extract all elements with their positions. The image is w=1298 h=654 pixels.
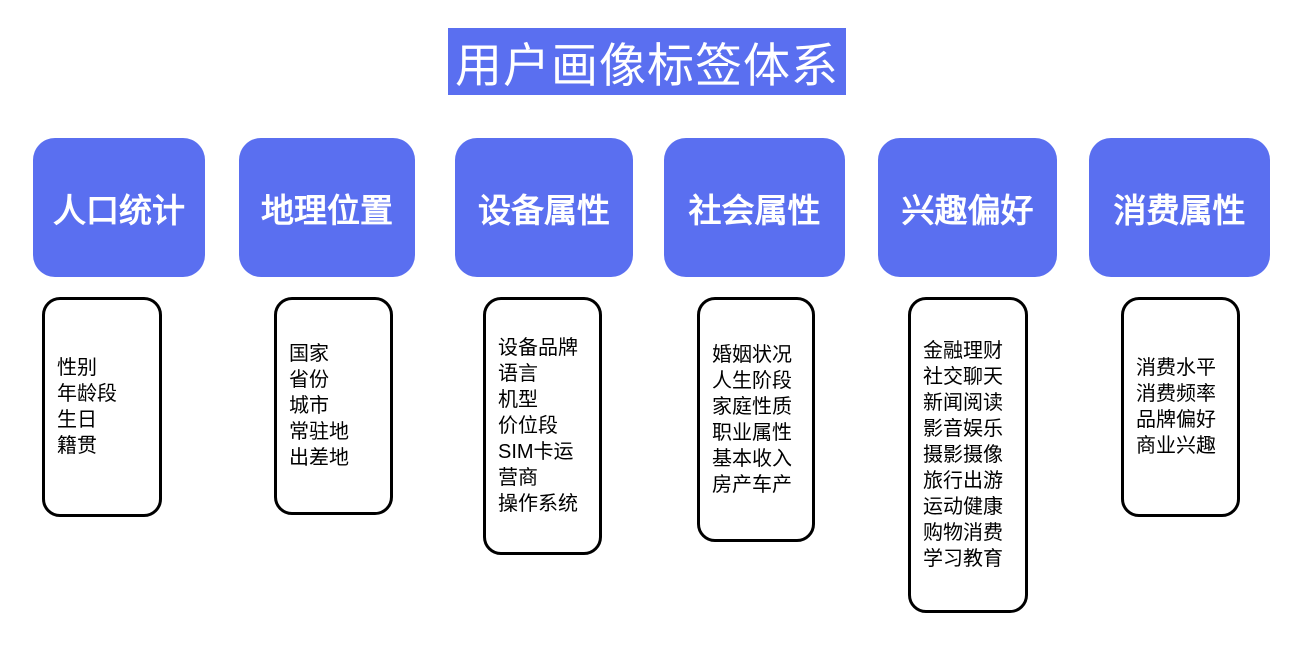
tag-list-line: 运动健康 (923, 496, 1003, 518)
tag-list-line: 出差地 (289, 447, 349, 469)
tag-list-line: 基本收入 (712, 447, 792, 470)
category-header: 社会属性 (664, 138, 845, 277)
tag-list-line: 学习教育 (923, 548, 1003, 570)
tag-list-line: 新闻阅读 (923, 392, 1003, 414)
tag-list-line: 品牌偏好 (1136, 409, 1216, 431)
tag-list-line: 常驻地 (289, 421, 349, 443)
category-header: 兴趣偏好 (878, 138, 1057, 277)
tag-list-line: 影音娱乐 (923, 418, 1003, 440)
tag-list-line: 籍贯 (57, 435, 97, 457)
tag-list-box: 国家省份城市常驻地出差地 (274, 297, 393, 515)
tag-list-line: 语言 (498, 363, 538, 385)
category-header: 地理位置 (239, 138, 415, 277)
tag-list-line: 城市 (289, 395, 329, 417)
page-title: 用户画像标签体系 (448, 28, 846, 95)
tag-list-line: 商业兴趣 (1136, 435, 1216, 457)
tag-list-box: 性别年龄段生日籍贯 (42, 297, 162, 517)
tag-list-box: 设备品牌语言机型价位段 SIM卡运营商操作系统 (483, 297, 602, 555)
tag-list-line: 购物消费 (923, 522, 1003, 544)
tag-list-line: 消费水平 (1136, 357, 1216, 379)
tag-list-line: 家庭性质 (712, 395, 792, 418)
tag-list-line: 房产车产 (712, 473, 792, 496)
tag-list-line: 金融理财 (923, 340, 1003, 362)
tag-list-line: 省份 (289, 369, 329, 391)
category-header: 设备属性 (455, 138, 633, 277)
tag-list-box: 婚姻状况人生阶段家庭性质职业属性基本收入房产车产 (697, 297, 815, 542)
tag-list-line: 旅行出游 (923, 470, 1003, 492)
tag-list-line: 价位段 (498, 415, 558, 437)
tag-list-line: 消费频率 (1136, 383, 1216, 405)
tag-list-line: 社交聊天 (923, 366, 1003, 388)
tag-list-box: 金融理财社交聊天新闻阅读影音娱乐摄影摄像旅行出游运动健康购物消费学习教育 (908, 297, 1028, 613)
tag-list-line: 职业属性 (712, 421, 792, 444)
tag-list-box: 消费水平消费频率品牌偏好商业兴趣 (1121, 297, 1240, 517)
tag-list-line: 机型 (498, 389, 538, 411)
tag-list-line: 婚姻状况 (712, 343, 792, 366)
category-header: 消费属性 (1089, 138, 1270, 277)
tag-list-line: SIM卡运 (498, 441, 574, 463)
tag-list-line: 设备品牌 (498, 337, 578, 359)
tag-list-line: 摄影摄像 (923, 444, 1003, 466)
tag-list-line: 营商 (498, 467, 538, 489)
tag-list-line: 性别 (57, 357, 97, 379)
tag-list-line: 国家 (289, 343, 329, 365)
category-header: 人口统计 (33, 138, 205, 277)
tag-list-line: 人生阶段 (712, 369, 792, 392)
tag-list-line: 生日 (57, 409, 97, 431)
tag-list-line: 年龄段 (57, 383, 117, 405)
tag-list-line: 操作系统 (498, 493, 578, 515)
